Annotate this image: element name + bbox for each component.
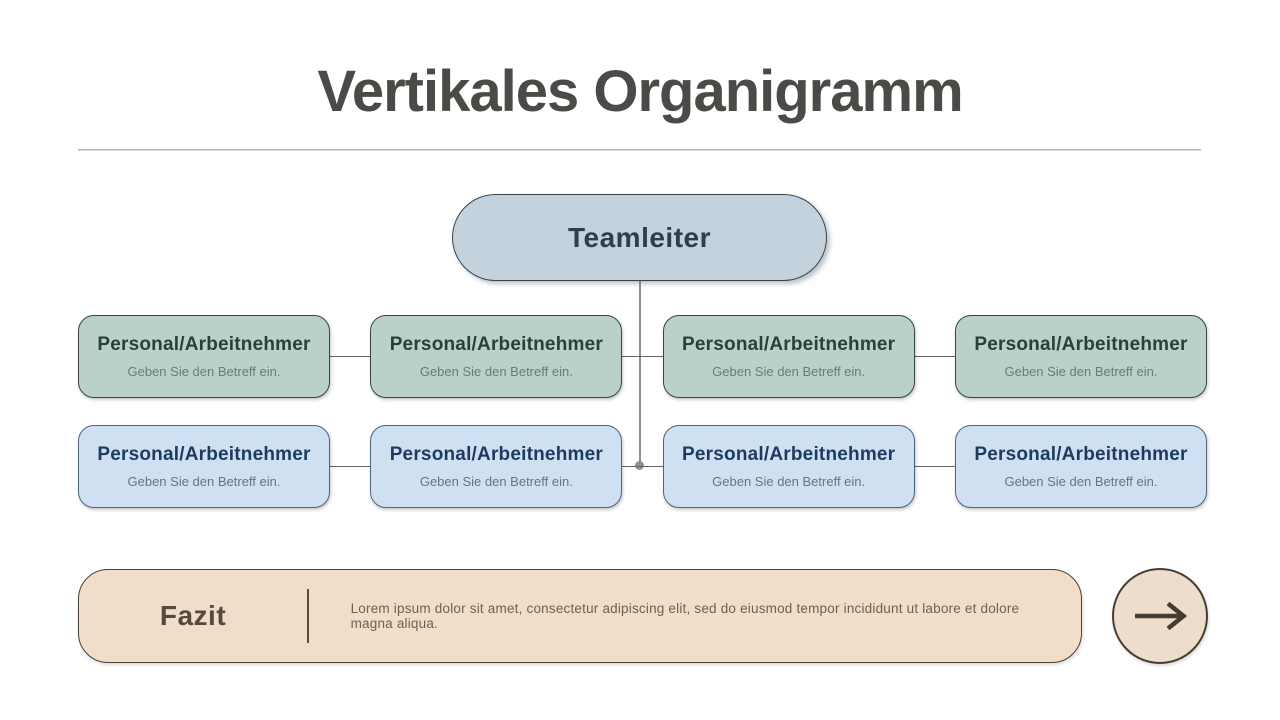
- org-row-1: Personal/Arbeitnehmer Geben Sie den Betr…: [78, 315, 1207, 398]
- org-node-subtitle: Geben Sie den Betreff ein.: [712, 474, 866, 489]
- org-node[interactable]: Personal/Arbeitnehmer Geben Sie den Betr…: [954, 425, 1207, 508]
- org-node-title: Personal/Arbeitnehmer: [97, 334, 311, 355]
- connector-vertical: [639, 281, 641, 465]
- org-node[interactable]: Personal/Arbeitnehmer Geben Sie den Betr…: [78, 315, 330, 398]
- org-node-title: Personal/Arbeitnehmer: [974, 444, 1188, 465]
- next-button[interactable]: [1112, 568, 1208, 664]
- org-node[interactable]: Personal/Arbeitnehmer Geben Sie den Betr…: [78, 425, 330, 508]
- connector-row1-gap2: [621, 355, 664, 358]
- org-node[interactable]: Personal/Arbeitnehmer Geben Sie den Betr…: [662, 425, 915, 508]
- org-node-subtitle: Geben Sie den Betreff ein.: [127, 364, 281, 379]
- org-node-subtitle: Geben Sie den Betreff ein.: [712, 364, 866, 379]
- org-node[interactable]: Personal/Arbeitnehmer Geben Sie den Betr…: [662, 315, 915, 398]
- connector-row2-gap2: [621, 465, 664, 468]
- org-node-title: Personal/Arbeitnehmer: [389, 334, 603, 355]
- connector-row2-gap1: [329, 465, 372, 468]
- org-node-subtitle: Geben Sie den Betreff ein.: [1004, 474, 1158, 489]
- summary-divider: [307, 589, 309, 643]
- org-node-subtitle: Geben Sie den Betreff ein.: [419, 474, 573, 489]
- arrow-right-icon: [1135, 601, 1188, 631]
- org-node-subtitle: Geben Sie den Betreff ein.: [419, 364, 573, 379]
- org-node-title: Personal/Arbeitnehmer: [97, 444, 311, 465]
- org-root-label: Teamleiter: [568, 221, 711, 253]
- org-node-title: Personal/Arbeitnehmer: [974, 334, 1188, 355]
- summary-heading: Fazit: [159, 600, 227, 631]
- summary-text: Lorem ipsum dolor sit amet, consectetur …: [350, 601, 1020, 631]
- org-node[interactable]: Personal/Arbeitnehmer Geben Sie den Betr…: [954, 315, 1207, 398]
- org-node[interactable]: Personal/Arbeitnehmer Geben Sie den Betr…: [370, 315, 623, 398]
- org-node-title: Personal/Arbeitnehmer: [682, 334, 896, 355]
- org-node[interactable]: Personal/Arbeitnehmer Geben Sie den Betr…: [370, 425, 623, 508]
- org-node-subtitle: Geben Sie den Betreff ein.: [1004, 364, 1158, 379]
- connector-row1-gap3: [913, 355, 956, 358]
- title-divider: [78, 149, 1201, 151]
- connector-row1-gap1: [329, 355, 372, 358]
- org-node-subtitle: Geben Sie den Betreff ein.: [127, 474, 281, 489]
- org-node-title: Personal/Arbeitnehmer: [682, 444, 896, 465]
- connector-row2-gap3: [913, 465, 956, 468]
- org-row-2: Personal/Arbeitnehmer Geben Sie den Betr…: [78, 425, 1207, 508]
- summary-bar[interactable]: Fazit Lorem ipsum dolor sit amet, consec…: [78, 569, 1082, 663]
- org-root-node[interactable]: Teamleiter: [452, 194, 827, 281]
- page-title: Vertikales Organigramm: [317, 59, 963, 124]
- org-node-title: Personal/Arbeitnehmer: [389, 444, 603, 465]
